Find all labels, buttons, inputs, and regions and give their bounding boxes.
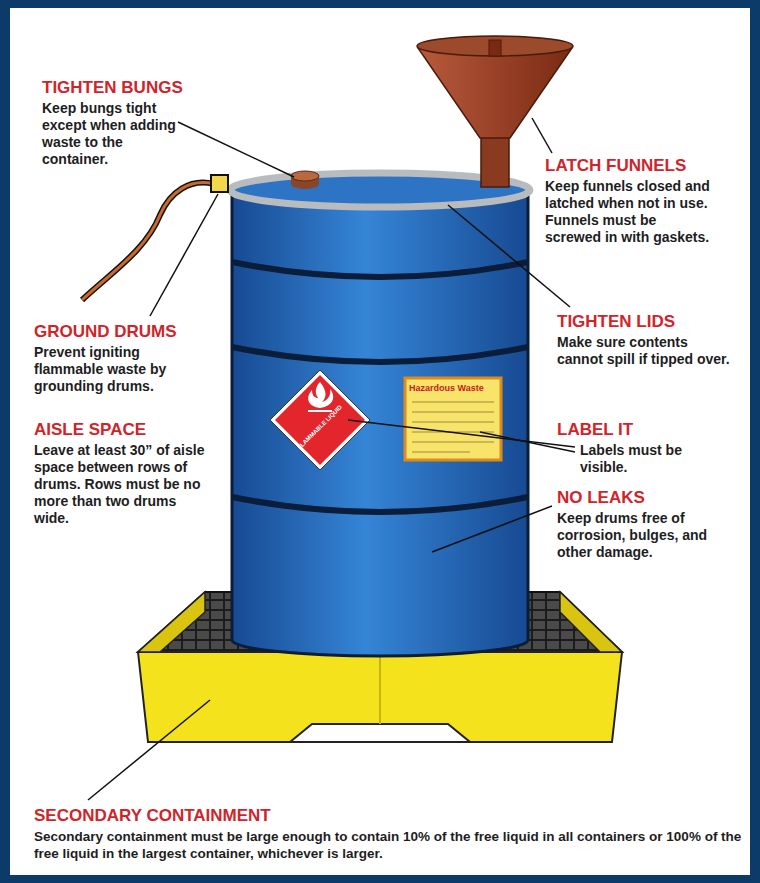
hazardous-waste-label bbox=[405, 378, 501, 460]
bung-part bbox=[291, 171, 319, 181]
leader-lines-part bbox=[432, 506, 552, 552]
leader-lines-part bbox=[348, 420, 575, 447]
drum-part bbox=[232, 262, 528, 277]
leader-lines-part bbox=[88, 700, 210, 800]
callout-text: Leave at least 30” of aisle space betwee… bbox=[34, 442, 209, 527]
placard-text: FLAMMABLE LIQUID bbox=[296, 403, 343, 450]
hazardous-waste-label-part bbox=[412, 442, 494, 443]
callout-heading: NO LEAKS bbox=[557, 488, 645, 508]
drum bbox=[230, 173, 530, 656]
funnel-part bbox=[481, 135, 509, 187]
hazardous-waste-label-part bbox=[412, 402, 494, 403]
drum-part bbox=[231, 190, 234, 640]
flammable-placard-part bbox=[308, 410, 332, 412]
secondary-containment-part bbox=[138, 592, 205, 652]
leader-lines-part bbox=[532, 118, 552, 153]
funnel-part bbox=[418, 48, 572, 138]
callout-text: Labels must be visible. bbox=[580, 442, 705, 476]
callout-text: Keep funnels closed and latched when not… bbox=[545, 178, 710, 246]
ground-wire-part bbox=[82, 183, 214, 300]
bung bbox=[291, 171, 319, 189]
callout-heading: TIGHTEN BUNGS bbox=[42, 78, 183, 98]
label-text: Hazardous Waste bbox=[409, 383, 484, 393]
callout-text: Keep drums free of corrosion, bulges, an… bbox=[557, 510, 742, 561]
callout-text: Keep bungs tight except when adding wast… bbox=[42, 100, 187, 168]
hazardous-waste-label-part bbox=[412, 452, 470, 453]
ground-wire-part bbox=[82, 183, 214, 300]
secondary-containment-part bbox=[379, 652, 381, 724]
callout-heading: LABEL IT bbox=[557, 420, 633, 440]
callout-heading: AISLE SPACE bbox=[34, 420, 146, 440]
panel bbox=[10, 8, 750, 875]
callout-heading: TIGHTEN LIDS bbox=[557, 312, 675, 332]
hazardous-waste-label-part bbox=[412, 422, 494, 423]
callout-text: Secondary containment must be large enou… bbox=[34, 828, 746, 862]
flammable-placard bbox=[270, 370, 370, 470]
hazardous-waste-label-part bbox=[405, 378, 501, 460]
flammable-placard-part bbox=[308, 382, 333, 408]
callout-text: Prevent igniting flammable waste by grou… bbox=[34, 344, 189, 395]
secondary-containment-part bbox=[560, 592, 622, 652]
callout-heading: SECONDARY CONTAINMENT bbox=[34, 806, 271, 826]
ground-wire-part bbox=[211, 175, 228, 192]
drum-part bbox=[232, 497, 528, 512]
funnel-part bbox=[489, 40, 501, 56]
leader-lines-part bbox=[178, 122, 294, 177]
leader-lines-part bbox=[150, 194, 218, 316]
flammable-placard-part bbox=[270, 370, 370, 470]
ground-wire bbox=[82, 175, 228, 300]
callout-heading: LATCH FUNNELS bbox=[545, 156, 686, 176]
drum-part bbox=[232, 190, 528, 640]
callout-text: Make sure contents cannot spill if tippe… bbox=[557, 334, 732, 368]
drum-part bbox=[232, 190, 528, 640]
drum-part bbox=[527, 190, 530, 640]
drum-part bbox=[232, 347, 528, 362]
callout-heading: GROUND DRUMS bbox=[34, 322, 177, 342]
funnel-part bbox=[417, 36, 573, 56]
hazardous-waste-label-part bbox=[412, 412, 494, 413]
secondary-containment-part bbox=[290, 724, 470, 742]
secondary-containment-part bbox=[138, 652, 622, 742]
